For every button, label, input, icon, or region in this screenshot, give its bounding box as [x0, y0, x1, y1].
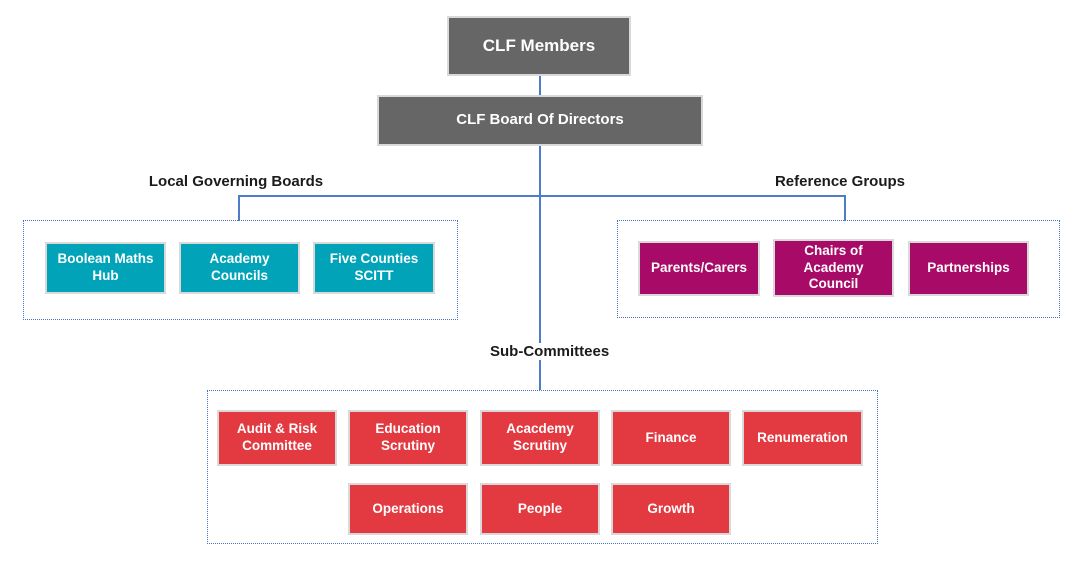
node-clf-board-of-directors: CLF Board Of Directors	[377, 95, 703, 146]
zone-title-reference-groups: Reference Groups	[774, 173, 906, 190]
node-education-scrutiny: Education Scrutiny	[348, 410, 468, 466]
connector-left-branch-drop	[238, 195, 240, 221]
zone-local-governing-boards	[23, 220, 458, 320]
node-academy-scrutiny: Acacdemy Scrutiny	[480, 410, 600, 466]
node-label: Boolean Maths Hub	[57, 251, 154, 283]
zone-reference-groups	[617, 220, 1060, 318]
connector-members-to-board	[539, 76, 541, 96]
node-label: Renumeration	[757, 429, 848, 445]
zone-sub-committees	[207, 390, 878, 544]
node-label: Finance	[645, 429, 697, 445]
node-partnerships: Partnerships	[908, 241, 1029, 296]
node-label: Academy Councils	[209, 251, 270, 283]
node-label: Parents/Carers	[650, 260, 748, 276]
node-label: Chairs of Academy Council	[803, 242, 864, 292]
connector-branch-horizontal	[238, 195, 846, 197]
node-label: CLF Members	[482, 36, 596, 56]
node-boolean-maths-hub: Boolean Maths Hub	[45, 242, 166, 294]
node-finance: Finance	[611, 410, 731, 466]
node-operations: Operations	[348, 483, 468, 535]
node-renumeration: Renumeration	[742, 410, 863, 466]
node-label: Operations	[372, 500, 444, 516]
node-audit-risk-committee: Audit & Risk Committee	[217, 410, 337, 466]
node-clf-members: CLF Members	[447, 16, 631, 76]
node-people: People	[480, 483, 600, 535]
connector-board-to-subcommittees	[539, 146, 541, 390]
node-chairs-of-academy-council: Chairs of Academy Council	[773, 239, 894, 297]
node-parents-carers: Parents/Carers	[638, 241, 760, 296]
node-label: Education Scrutiny	[375, 421, 441, 453]
node-five-counties-scitt: Five Counties SCITT	[313, 242, 435, 294]
node-label: Acacdemy Scrutiny	[506, 421, 574, 453]
node-growth: Growth	[611, 483, 731, 535]
zone-title-sub-committees: Sub-Committees	[482, 343, 618, 360]
connector-right-branch-drop	[844, 195, 846, 221]
node-label: People	[517, 500, 563, 516]
zone-title-local-governing-boards: Local Governing Boards	[148, 173, 324, 190]
node-label: Five Counties SCITT	[329, 251, 419, 283]
node-label: Growth	[647, 500, 695, 516]
node-academy-councils: Academy Councils	[179, 242, 300, 294]
node-label: Audit & Risk Committee	[236, 421, 318, 453]
node-label: CLF Board Of Directors	[456, 111, 624, 129]
node-label: Partnerships	[927, 260, 1010, 276]
